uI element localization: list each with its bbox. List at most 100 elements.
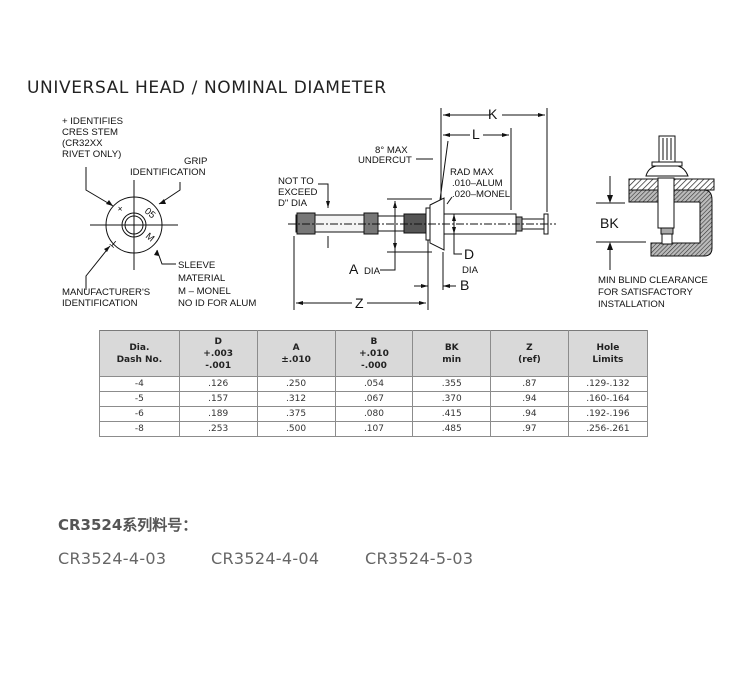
cell: .067: [334, 391, 414, 407]
sleeve-leader: [156, 249, 176, 265]
grip-leader: [158, 182, 181, 205]
arrowhead: [159, 199, 166, 204]
rad-note-2: .010–ALUM: [452, 178, 503, 189]
series-title: CR3524系列料号：: [58, 516, 198, 534]
svg-text:+ IDENTIFIES: + IDENTIFIES: [62, 116, 123, 127]
undercut-line: [439, 140, 449, 201]
not-exceed-2: EXCEED: [278, 187, 318, 198]
undercut-note-2: UNDERCUT: [358, 155, 412, 166]
cell: .256-.261: [567, 421, 649, 437]
a-label: A: [349, 261, 359, 277]
cell: .94: [490, 406, 569, 422]
not-exceed-leader: [318, 183, 329, 208]
arrowhead: [607, 242, 613, 250]
sleeve-note: SLEEVE MATERIAL M – MONEL NO ID FOR ALUM: [178, 260, 256, 309]
table-row: -8.253.500.107.485.97.256-.261: [99, 421, 649, 437]
cell: -4: [99, 376, 180, 392]
bk-label: BK: [600, 215, 619, 231]
k-label: K: [488, 106, 498, 122]
svg-text:GRIP: GRIP: [184, 156, 207, 167]
cell: .253: [178, 421, 258, 437]
cell: .160-.164: [567, 391, 649, 407]
col-d: D+.003-.001: [178, 330, 258, 377]
head-view-diagram: + 05 T M + IDENTIFIES CRES STEM (CR32XX …: [62, 106, 715, 311]
d-leader: [453, 234, 462, 255]
cell: .157: [178, 391, 258, 407]
cell: .370: [412, 391, 492, 407]
head-cone: [429, 197, 445, 251]
bk-note-1: MIN BLIND CLEARANCE: [598, 275, 708, 286]
cross-mark: +: [115, 203, 127, 215]
arrowheads: [296, 113, 545, 305]
rivet-side-view: [288, 108, 556, 310]
cell: .87: [490, 376, 569, 392]
material-mark: M: [143, 231, 156, 245]
cell: .126: [178, 376, 258, 392]
table-row: -4.126.250.054.355.87.129-.132: [99, 376, 649, 392]
head-mid-circle: [121, 212, 147, 238]
cell: .355: [412, 376, 492, 392]
not-exceed-1: NOT TO: [278, 176, 314, 187]
svg-text:SLEEVE: SLEEVE: [178, 260, 215, 271]
arrowhead: [104, 246, 110, 252]
col-z: Z(ref): [490, 330, 569, 377]
cell: -5: [99, 391, 180, 407]
cell: .312: [256, 391, 336, 407]
cell: .485: [412, 421, 492, 437]
arrowhead: [154, 250, 159, 256]
installed-washer: [651, 161, 683, 167]
cell: .415: [412, 406, 492, 422]
installed-sleeve: [657, 177, 675, 229]
mfr-leader: [85, 245, 111, 290]
cell: .375: [256, 406, 336, 422]
col-dash-no: Dia.Dash No.: [99, 330, 180, 377]
not-exceed-3: D" DIA: [278, 198, 308, 209]
z-label: Z: [355, 295, 364, 311]
rad-leader: [446, 196, 453, 205]
cell: .080: [334, 406, 414, 422]
l-label: L: [472, 126, 480, 142]
svg-text:M – MONEL: M – MONEL: [178, 286, 231, 297]
spec-table: Dia.Dash No. D+.003-.001 A±.010 B+.010-.…: [99, 330, 649, 437]
cres-leader: [85, 167, 114, 207]
installed-stem-tail: [661, 233, 673, 245]
cell: -8: [99, 421, 180, 437]
bk-note-3: INSTALLATION: [598, 299, 665, 310]
installed-collar: [660, 227, 674, 235]
cell: .054: [334, 376, 414, 392]
table-header-row: Dia.Dash No. D+.003-.001 A±.010 B+.010-.…: [99, 330, 649, 377]
arrowhead: [607, 195, 613, 203]
part-number-2[interactable]: CR3524-4-04: [211, 549, 320, 568]
d-dia-label: DIA: [462, 265, 479, 276]
cell: .192-.196: [567, 406, 649, 422]
svg-text:NO ID FOR ALUM: NO ID FOR ALUM: [178, 298, 256, 309]
arrowhead: [106, 200, 113, 206]
part-number-1[interactable]: CR3524-4-03: [58, 549, 167, 568]
svg-text:RIVET ONLY): RIVET ONLY): [62, 149, 121, 160]
col-b: B+.010-.000: [334, 330, 414, 377]
svg-text:IDENTIFICATION: IDENTIFICATION: [62, 298, 138, 309]
cell: .97: [490, 421, 569, 437]
cres-note: + IDENTIFIES CRES STEM (CR32XX RIVET ONL…: [62, 116, 123, 160]
a-dia-label: DIA: [364, 266, 381, 277]
head-inner-circle: [124, 215, 144, 235]
mfr-mark: T: [108, 237, 120, 249]
col-a: A±.010: [256, 330, 336, 377]
svg-text:CRES STEM: CRES STEM: [62, 127, 118, 138]
installed-rivet-view: [596, 135, 715, 270]
cell: .500: [256, 421, 336, 437]
installed-head: [645, 165, 689, 177]
cell: .129-.132: [567, 376, 649, 392]
cell: .94: [490, 391, 569, 407]
svg-text:MANUFACTURER'S: MANUFACTURER'S: [62, 287, 150, 298]
svg-text:IDENTIFICATION: IDENTIFICATION: [130, 167, 206, 178]
rad-note-1: RAD MAX: [450, 167, 494, 178]
b-label: B: [460, 277, 469, 293]
table-row: -5.157.312.067.370.94.160-.164: [99, 391, 649, 407]
bk-note-2: FOR SATISFACTORY: [598, 287, 693, 298]
cell: .250: [256, 376, 336, 392]
part-number-3[interactable]: CR3524-5-03: [365, 549, 474, 568]
rad-note-3: .020–MONEL: [452, 189, 511, 200]
grip-note: GRIP IDENTIFICATION: [130, 156, 207, 178]
head-outer-circle: [105, 196, 163, 254]
